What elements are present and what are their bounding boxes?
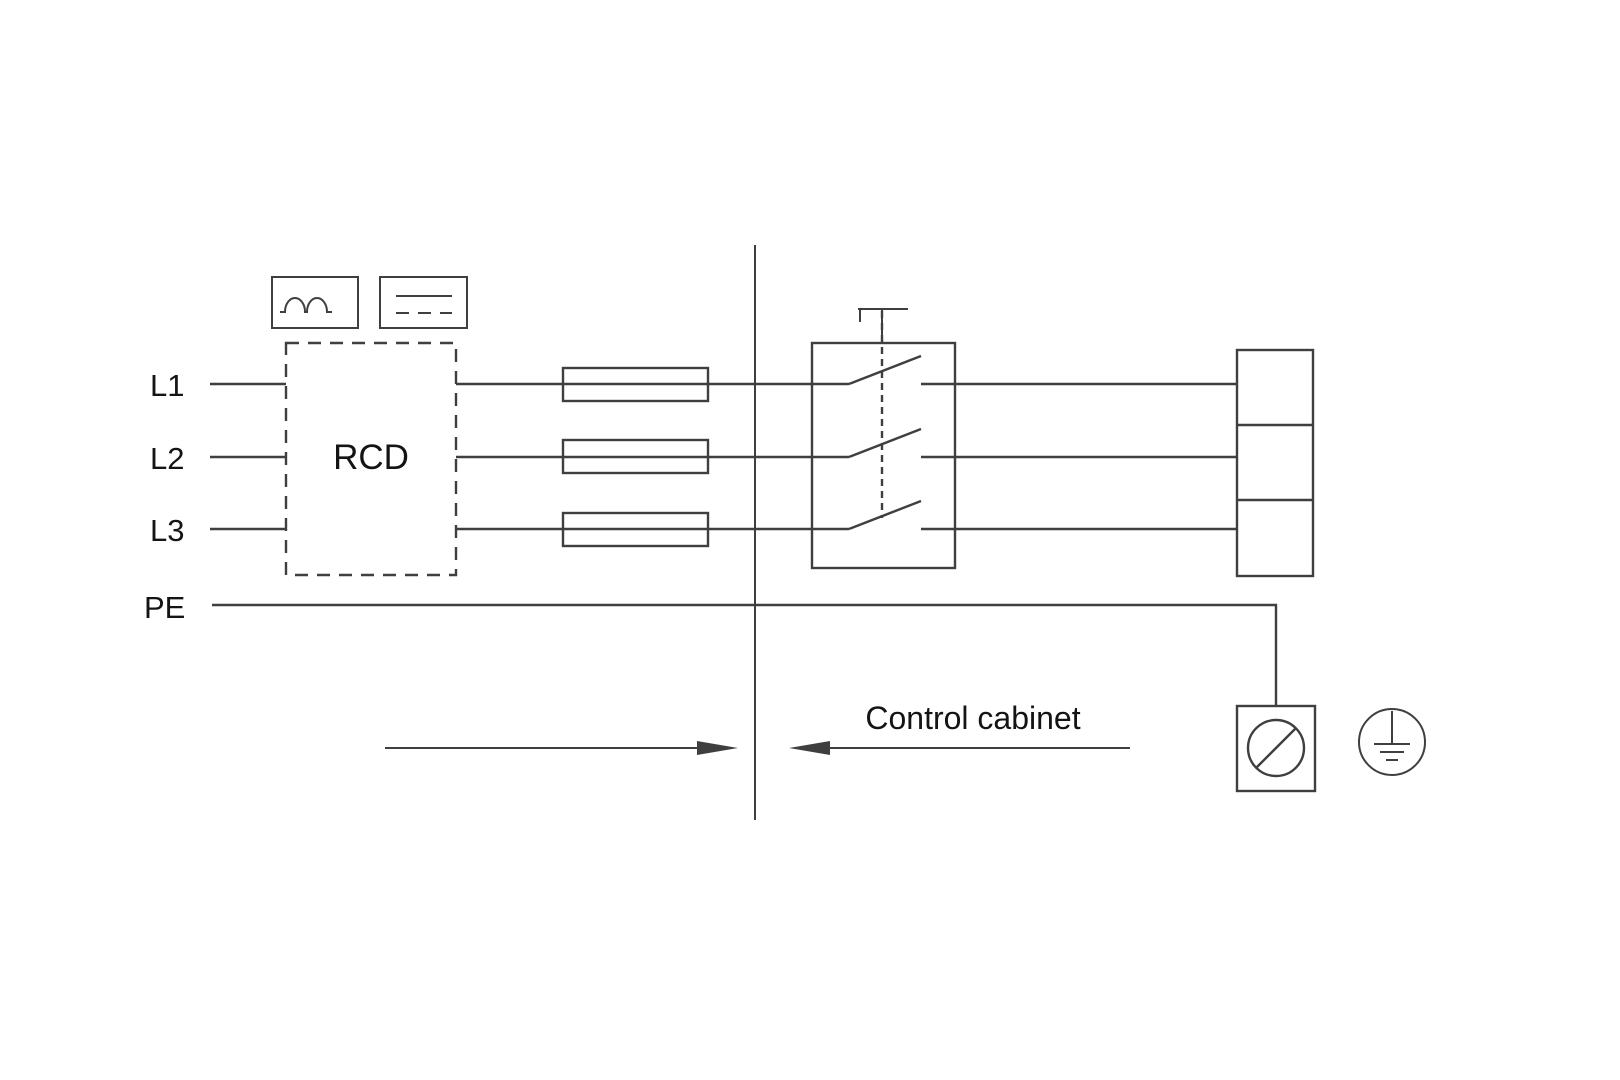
pe-conductor-line (212, 603, 1278, 706)
earth-ground-icon (1358, 708, 1426, 776)
fuse-symbol-l1 (561, 366, 710, 403)
arrow-toward-boundary-right (789, 741, 1130, 755)
pulsating-current-symbol-icon (271, 276, 359, 329)
phase-lines-left (456, 382, 849, 531)
rcd-dashed-box (284, 341, 458, 577)
slashed-circle-icon (1246, 718, 1306, 778)
arrow-toward-boundary-left (385, 741, 738, 755)
phase-label-l1: L1 (150, 368, 184, 403)
supply-lead-lines (210, 382, 286, 531)
control-cabinet-label: Control cabinet (865, 700, 1080, 736)
phase-label-l3: L3 (150, 513, 184, 548)
switch-contacts (848, 354, 922, 531)
fuse-symbol-l3 (561, 511, 710, 548)
pe-connection-box (1235, 704, 1317, 793)
rcd-label: RCD (333, 438, 409, 477)
main-switch-box (810, 341, 957, 570)
smooth-dc-symbol-icon (379, 276, 468, 329)
terminal-block (1235, 348, 1315, 578)
phase-label-l2: L2 (150, 441, 184, 476)
fuse-symbol-l2 (561, 438, 710, 475)
phase-label-pe: PE (144, 590, 185, 625)
phase-lines-right (921, 382, 1237, 531)
switch-actuator-icon (858, 308, 908, 343)
